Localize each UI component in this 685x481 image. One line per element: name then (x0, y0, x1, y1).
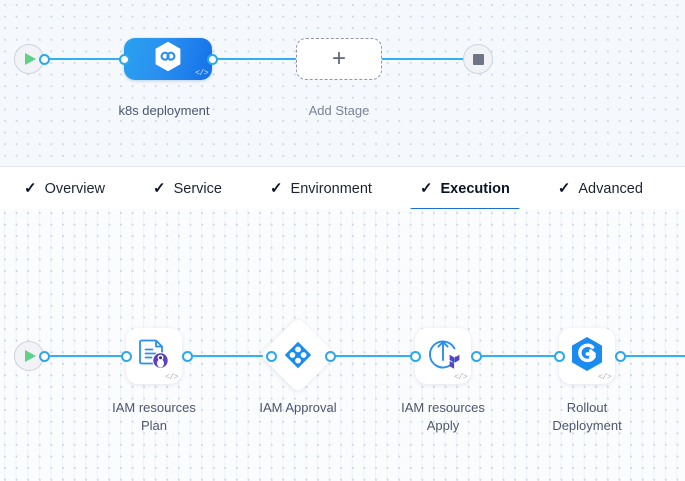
execution-steps-canvas[interactable]: </> IAM resources Plan IAM Approval (0, 209, 685, 481)
step-label-iam-approval: IAM Approval (259, 400, 337, 415)
pipeline-stage-canvas[interactable]: </> k8s deployment + Add Stage (0, 0, 685, 166)
terraform-apply-icon (424, 335, 462, 378)
step-label-iam-resources-plan: IAM resources Plan (112, 400, 196, 433)
add-stage-button[interactable]: + (296, 38, 382, 80)
port-apply-in[interactable] (409, 350, 421, 362)
port-k8s-in[interactable] (118, 53, 130, 65)
step-label-rollout-deployment: Rollout Deployment (552, 400, 622, 433)
tab-service[interactable]: ✓ Service (143, 167, 232, 210)
port-start-out[interactable] (39, 53, 50, 65)
stage-config-tabs[interactable]: ✓ Overview ✓ Service ✓ Environment ✓ Exe… (0, 166, 685, 211)
check-icon: ✓ (419, 180, 433, 197)
code-glyph-icon: </> (454, 373, 467, 382)
code-glyph-icon: </> (598, 373, 611, 382)
tab-label: Service (173, 180, 222, 197)
play-icon (25, 350, 36, 362)
kubernetes-hexagon-icon (153, 41, 183, 78)
tab-label: Execution (440, 180, 510, 197)
port-rollout-out[interactable] (614, 350, 626, 362)
port-approval-in[interactable] (265, 350, 277, 362)
step-label-iam-resources-apply: IAM resources Apply (401, 400, 485, 433)
stage-label-k8s-deployment: k8s deployment (118, 103, 210, 118)
port-plan-in[interactable] (120, 350, 132, 362)
pipeline-end-node[interactable] (463, 44, 493, 74)
edge-k8s-to-addstage (205, 58, 305, 60)
port-approval-out[interactable] (324, 350, 336, 362)
edge-plan-to-approval (187, 355, 270, 357)
check-icon: ✓ (557, 180, 571, 197)
step-node-iam-resources-apply[interactable]: </> (415, 328, 471, 384)
tab-label: Advanced (578, 180, 643, 197)
tab-environment[interactable]: ✓ Environment (260, 167, 382, 210)
tab-overview[interactable]: ✓ Overview (14, 167, 115, 210)
check-icon: ✓ (153, 180, 166, 197)
tab-label: Environment (290, 180, 372, 197)
tab-advanced[interactable]: ✓ Advanced (548, 167, 653, 210)
port-rollout-in[interactable] (553, 350, 565, 362)
code-glyph-icon: </> (195, 69, 208, 78)
plus-icon: + (331, 45, 346, 72)
edge-apply-to-rollout (472, 355, 560, 357)
tab-label: Overview (44, 180, 106, 197)
edge-approval-to-apply (330, 355, 422, 357)
port-plan-out[interactable] (181, 350, 193, 362)
stage-node-k8s-deployment[interactable]: </> (124, 38, 212, 80)
harness-approval-icon (271, 328, 325, 382)
edge-rollout-out (615, 355, 685, 357)
terraform-plan-document-icon (136, 336, 172, 377)
code-glyph-icon: </> (165, 373, 178, 382)
add-stage-label: Add Stage (308, 103, 370, 118)
pipeline-start-node[interactable] (14, 44, 44, 74)
step-node-rollout-deployment[interactable]: </> (559, 328, 615, 384)
rollout-deployment-icon (570, 336, 604, 377)
check-icon: ✓ (269, 180, 283, 197)
port-exec-start-out[interactable] (39, 350, 50, 362)
port-k8s-out[interactable] (206, 53, 218, 65)
check-icon: ✓ (24, 180, 37, 197)
step-node-iam-resources-plan[interactable]: </> (126, 328, 182, 384)
stop-icon (472, 53, 484, 65)
play-icon (25, 53, 36, 65)
edge-start-to-k8s (44, 58, 134, 60)
edge-addstage-to-end (375, 58, 475, 60)
tab-execution[interactable]: ✓ Execution (409, 167, 520, 211)
edge-start-to-plan (44, 355, 140, 357)
port-apply-out[interactable] (470, 350, 482, 362)
